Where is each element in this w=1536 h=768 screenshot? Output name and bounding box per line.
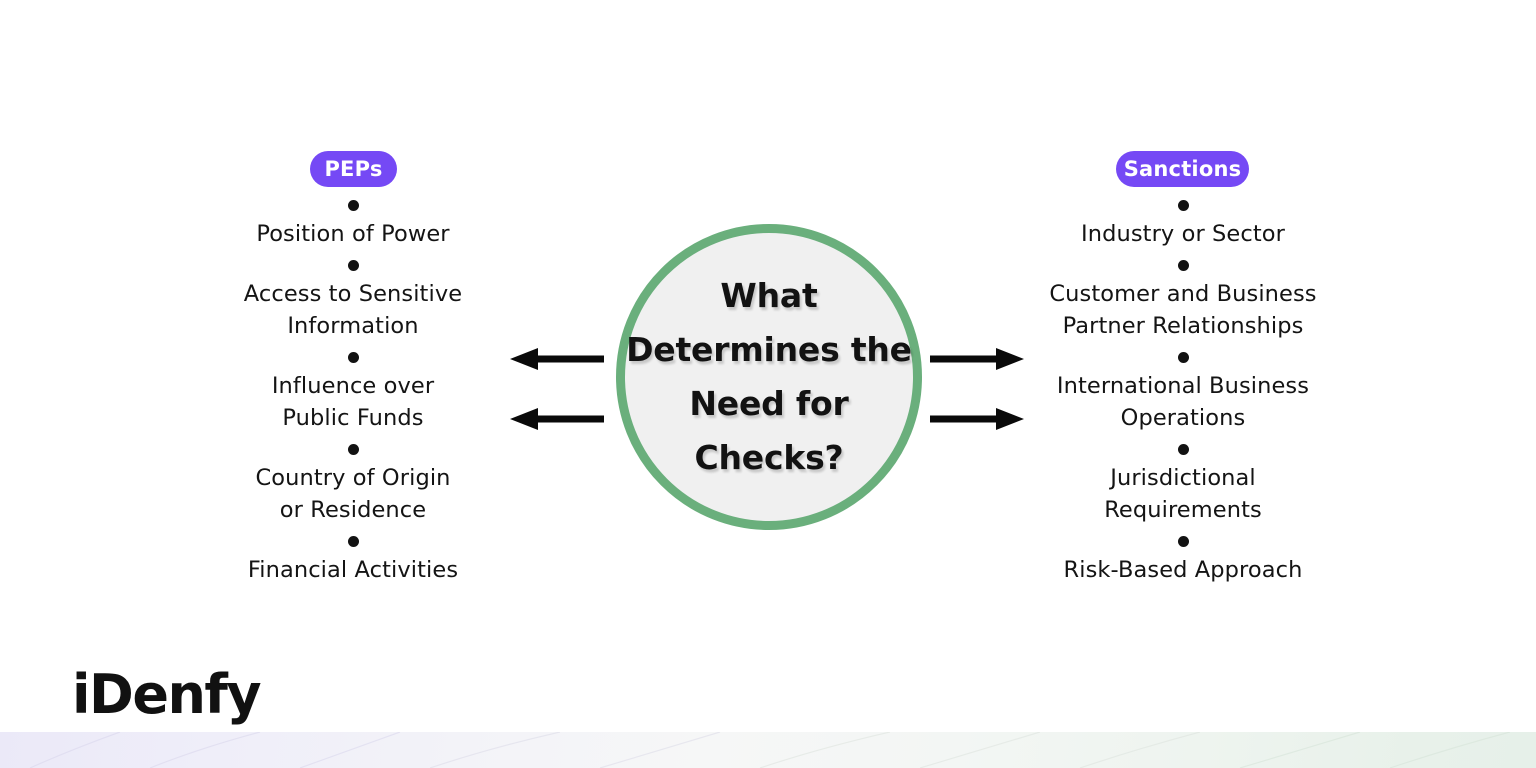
list-item: Customer and Business Partner Relationsh… — [1049, 281, 1317, 339]
list-item: Jurisdictional Requirements — [1104, 465, 1262, 523]
list-item: Country of Origin or Residence — [255, 465, 451, 523]
list-item: Industry or Sector — [1080, 221, 1285, 247]
bullet-dot-icon — [1177, 200, 1189, 211]
bullet-dot-icon — [1177, 352, 1189, 363]
bullet-dot-icon — [1177, 444, 1189, 455]
arrow-left-bottom-icon — [508, 404, 604, 434]
bullet-dot-icon — [1177, 536, 1189, 547]
center-circle: What Determines the Need for Checks? — [616, 224, 922, 530]
list-item: Influence over Public Funds — [271, 373, 435, 431]
list-item: Position of Power — [256, 221, 450, 247]
arrow-left-top-icon — [508, 344, 604, 374]
arrow-right-bottom-icon — [930, 404, 1026, 434]
bullet-dot-icon — [347, 444, 359, 455]
bullet-dot-icon — [347, 200, 359, 211]
bullet-dot-icon — [1177, 260, 1189, 271]
bullet-dot-icon — [347, 536, 359, 547]
list-item: Risk-Based Approach — [1063, 557, 1303, 583]
footer-gradient-band — [0, 732, 1536, 768]
bullet-dot-icon — [347, 260, 359, 271]
list-item: International Business Operations — [1056, 373, 1310, 431]
badge-sanctions[interactable]: Sanctions — [1116, 151, 1249, 187]
right-column-list: Industry or Sector Customer and Business… — [1003, 200, 1363, 596]
arrow-right-top-icon — [930, 344, 1026, 374]
center-circle-text: What Determines the Need for Checks? — [626, 276, 912, 477]
left-column-list: Position of Power Access to Sensitive In… — [173, 200, 533, 596]
bullet-dot-icon — [347, 352, 359, 363]
idenfy-logo: iDenfy — [72, 663, 262, 726]
list-item: Financial Activities — [247, 557, 459, 583]
badge-peps[interactable]: PEPs — [310, 151, 397, 187]
list-item: Access to Sensitive Information — [243, 281, 463, 339]
